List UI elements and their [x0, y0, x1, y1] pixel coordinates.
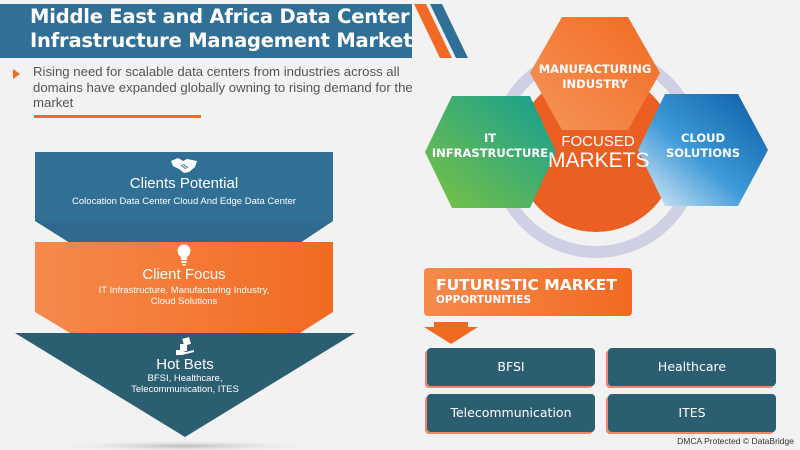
market-description: Rising need for scalable data centers fr…: [33, 64, 413, 110]
focused-markets-center: FOCUSED MARKETS: [548, 133, 650, 172]
lightbulb-icon: [177, 244, 191, 266]
funnel-step-clients-potential: Clients Potential Colocation Data Center…: [35, 152, 333, 221]
hand-holding-box-icon: [176, 337, 194, 355]
bullet-arrow-icon: [13, 69, 20, 79]
funnel-step-hot-bets: Hot Bets BFSI, Healthcare, Telecommunica…: [85, 336, 285, 395]
opportunity-healthcare: Healthcare: [608, 348, 776, 386]
hex-it-infrastructure: [425, 96, 556, 208]
hex-label-manufacturing: MANUFACTURING INDUSTRY: [538, 62, 652, 91]
hex-cloud-solutions: [638, 94, 768, 206]
handshake-icon: [171, 158, 197, 173]
opportunity-bfsi: BFSI: [427, 348, 595, 386]
page-title: Middle East and Africa Data Center Infra…: [30, 5, 413, 52]
funnel-step-client-focus: Client Focus IT Infrastructure, Manufact…: [35, 242, 333, 312]
opportunity-ites: ITES: [608, 394, 776, 432]
dmca-notice[interactable]: DMCA Protected © DataBridge: [677, 436, 794, 446]
title-banner: [0, 4, 412, 58]
futuristic-market-header: FUTURISTIC MARKET OPPORTUNITIES: [424, 268, 632, 316]
underline-divider: [34, 115, 201, 118]
hex-label-it-infrastructure: IT INFRASTRUCTURE: [431, 131, 549, 160]
hex-label-cloud-solutions: CLOUD SOLUTIONS: [665, 131, 741, 160]
hex-manufacturing: [530, 17, 660, 130]
down-arrow-icon: [424, 322, 478, 344]
opportunity-telecommunication: Telecommunication: [427, 394, 595, 432]
